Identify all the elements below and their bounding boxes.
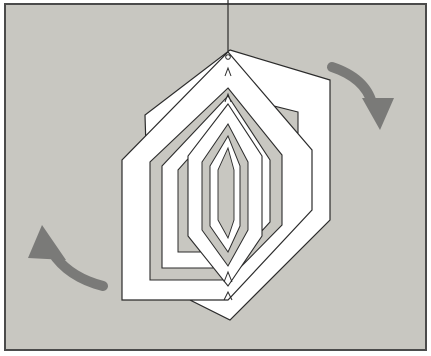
top-hanging-hole [226,55,231,60]
